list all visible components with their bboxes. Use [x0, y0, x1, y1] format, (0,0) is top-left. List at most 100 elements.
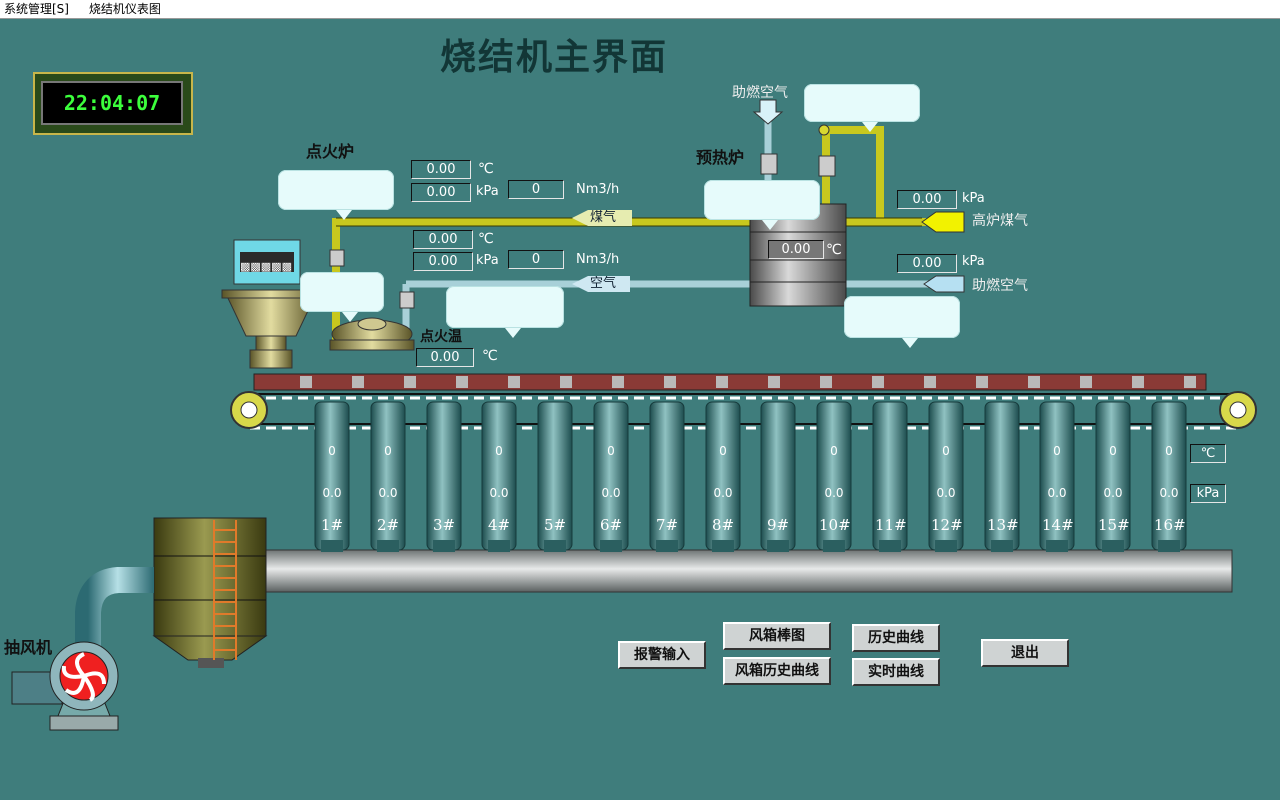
- windbox-number: 15#: [1098, 516, 1130, 534]
- windbox-press-unit: kPa: [1190, 484, 1226, 503]
- ignition-hopper: ▩▩▩▩▩: [221, 239, 321, 369]
- windbox-bar-button[interactable]: 风箱棒图: [723, 622, 831, 650]
- windbox-number: 1#: [320, 516, 344, 534]
- windbox-number: 11#: [875, 516, 907, 534]
- windbox-number: 14#: [1042, 516, 1074, 534]
- menu-window-title[interactable]: 烧结机仪表图: [88, 2, 161, 16]
- windbox-press-value: 0.0: [378, 486, 398, 500]
- exhaust-fan-label: 抽风机: [4, 638, 53, 657]
- preheat-furnace-label: 预热炉: [696, 148, 745, 167]
- ignition-hood: [329, 317, 415, 351]
- windbox-press-value: 0.0: [489, 486, 509, 500]
- callout-right: [844, 296, 960, 348]
- pallet-marker: [768, 376, 780, 388]
- combustion-air-top-label: 助燃空气: [732, 85, 788, 101]
- ign-air-temp-unit: ℃: [478, 231, 494, 247]
- menu-system[interactable]: 系统管理[S]: [4, 2, 69, 16]
- menu-bar: 系统管理[S] 烧结机仪表图: [0, 0, 1280, 19]
- pallet-marker: [508, 376, 520, 388]
- pallet-marker: [560, 376, 572, 388]
- pallet-marker: [612, 376, 624, 388]
- windbox-number: 2#: [376, 516, 400, 534]
- callout-hopper: [300, 272, 384, 322]
- history-curve-button[interactable]: 历史曲线: [852, 624, 940, 652]
- windbox-neck: [712, 540, 734, 552]
- windbox-neck: [823, 540, 845, 552]
- windbox-number: 9#: [766, 516, 790, 534]
- windbox-press-value: 0.0: [1047, 486, 1067, 500]
- pallet-marker: [404, 376, 416, 388]
- windbox-number: 3#: [432, 516, 456, 534]
- ign-gas-flow-unit: Nm3/h: [576, 182, 620, 197]
- windbox-neck: [1046, 540, 1068, 552]
- dust-collector: [152, 517, 268, 668]
- alarm-input-button[interactable]: 报警输入: [618, 641, 706, 669]
- ign-air-press-unit: kPa: [476, 253, 499, 268]
- pallet-marker: [352, 376, 364, 388]
- windbox-temp-value: 0: [1053, 444, 1061, 458]
- windbox-neck: [488, 540, 510, 552]
- callout-ignition: [278, 170, 394, 220]
- comb-air-press-unit: kPa: [962, 254, 985, 269]
- windbox-temp-value: 0: [942, 444, 950, 458]
- air-flow-arrow: 空气: [572, 276, 630, 292]
- realtime-curve-button[interactable]: 实时曲线: [852, 658, 940, 686]
- windbox-neck: [767, 540, 789, 552]
- exit-button[interactable]: 退出: [981, 639, 1069, 667]
- windbox-neck: [991, 540, 1013, 552]
- sinter-strand: [230, 373, 1257, 430]
- ign-air-flow-value: 0: [508, 250, 564, 269]
- comb-air-press-value: 0.00: [897, 254, 957, 273]
- windbox-neck: [544, 540, 566, 552]
- main-duct: [261, 549, 1233, 593]
- ign-gas-temp-value: 0.00: [411, 160, 471, 179]
- windbox-press-value: 0.0: [713, 486, 733, 500]
- windbox-temp-value: 0: [830, 444, 838, 458]
- windbox-temp-value: 0: [384, 444, 392, 458]
- preheat-temp-value: 0.00: [768, 240, 824, 259]
- pallet-marker: [976, 376, 988, 388]
- windbox-press-value: 0.0: [1159, 486, 1179, 500]
- windbox-neck: [935, 540, 957, 552]
- preheat-temp-unit: ℃: [826, 242, 842, 258]
- callout-ignition-air: [446, 286, 564, 338]
- pallet-marker: [1080, 376, 1092, 388]
- windbox-number: 7#: [655, 516, 679, 534]
- ignition-temp-label: 点火温: [420, 329, 462, 345]
- windbox-neck: [656, 540, 678, 552]
- windbox-temp-value: 0: [719, 444, 727, 458]
- windbox-temp-value: 0: [1109, 444, 1117, 458]
- windbox-temp-value: 0: [607, 444, 615, 458]
- windbox-temp-unit: ℃: [1190, 444, 1226, 463]
- pallet-marker: [456, 376, 468, 388]
- windbox-temp-value: 0: [1165, 444, 1173, 458]
- windbox-neck: [879, 540, 901, 552]
- pallet-marker: [872, 376, 884, 388]
- pallet-marker: [924, 376, 936, 388]
- windbox-history-button[interactable]: 风箱历史曲线: [723, 657, 831, 685]
- windbox-press-value: 0.0: [322, 486, 342, 500]
- combustion-air-right-label: 助燃空气: [972, 278, 1028, 294]
- ign-gas-press-unit: kPa: [476, 184, 499, 199]
- callout-air-top: [804, 84, 920, 132]
- ignition-temp-unit: ℃: [482, 348, 498, 364]
- pallet-marker: [820, 376, 832, 388]
- ign-air-press-value: 0.00: [413, 252, 473, 271]
- ign-gas-temp-unit: ℃: [478, 161, 494, 177]
- pallet-marker: [1184, 376, 1196, 388]
- ign-air-temp-value: 0.00: [413, 230, 473, 249]
- windbox-neck: [1102, 540, 1124, 552]
- windbox-number: 13#: [987, 516, 1019, 534]
- pallet-marker: [716, 376, 728, 388]
- ign-air-flow-unit: Nm3/h: [576, 252, 620, 267]
- windbox-number: 4#: [487, 516, 511, 534]
- svg-text:▩▩▩▩▩: ▩▩▩▩▩: [240, 260, 292, 273]
- pallet-marker: [1132, 376, 1144, 388]
- windbox-number: 12#: [931, 516, 963, 534]
- windbox-press-value: 0.0: [1103, 486, 1123, 500]
- windbox-neck: [377, 540, 399, 552]
- windbox-press-value: 0.0: [824, 486, 844, 500]
- blast-gas-press-value: 0.00: [897, 190, 957, 209]
- page-title: 烧结机主界面: [440, 36, 669, 78]
